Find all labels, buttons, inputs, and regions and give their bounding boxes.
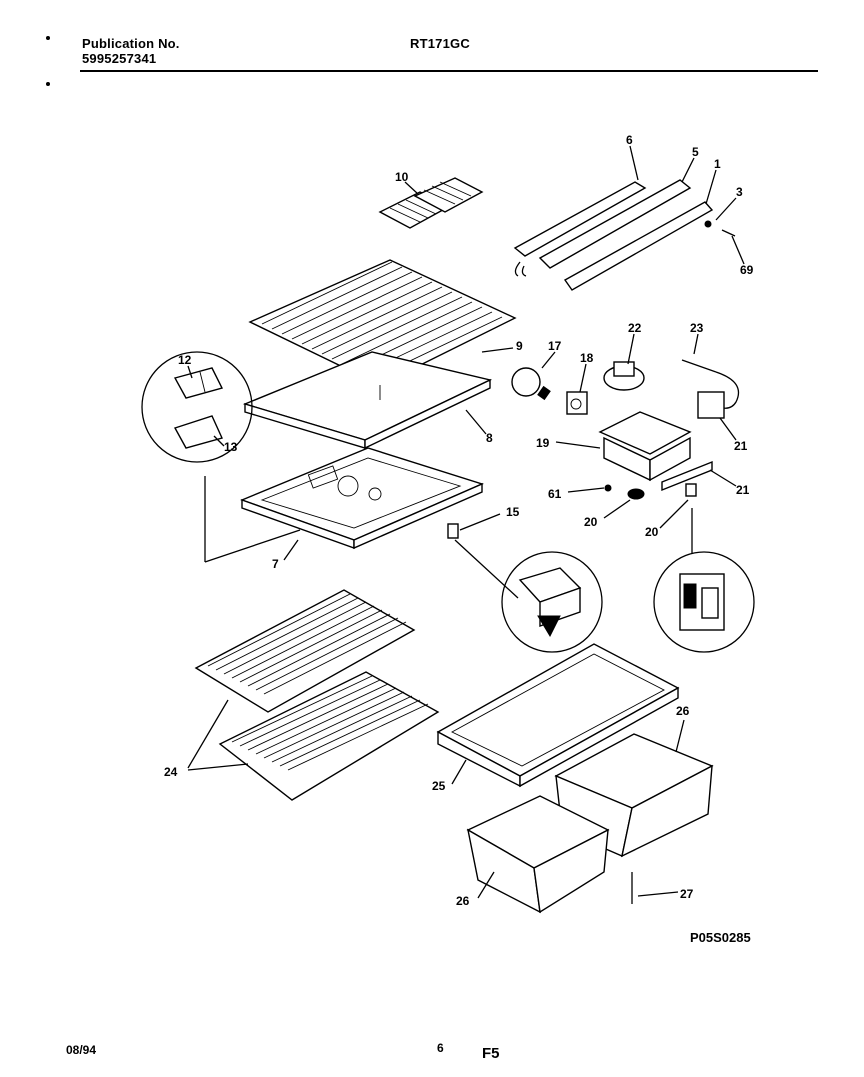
callout-label: 26 (456, 894, 470, 908)
callout-label: 12 (178, 353, 192, 367)
publication-number: 5995257341 (82, 51, 157, 66)
callout-label: 15 (506, 505, 520, 519)
header-rule (80, 70, 818, 72)
light-switch-detail-circle (653, 508, 755, 653)
evaporator-cover-part (242, 259, 517, 450)
screw-part (631, 872, 679, 904)
callout-label: 26 (676, 704, 690, 718)
binding-mark (46, 36, 50, 40)
callout-label: 9 (516, 339, 523, 353)
retainer-detail-circle (141, 351, 301, 563)
control-housing-part (240, 447, 484, 550)
callout-label: 21 (734, 439, 748, 453)
callout-label: 7 (272, 557, 279, 571)
callout-label: 20 (645, 525, 659, 539)
publication-label: Publication No. (82, 36, 180, 51)
wire-shelf-part (187, 589, 440, 801)
callout-label: 24 (164, 765, 178, 779)
callout-labels: 6 5 1 3 69 10 9 8 17 18 22 23 21 19 61 2… (164, 133, 754, 908)
drawing-code: P05S0285 (690, 930, 751, 945)
callout-label: 18 (580, 351, 594, 365)
callout-label: 6 (626, 133, 633, 147)
crisper-pan-part (466, 719, 714, 914)
callout-label: 25 (432, 779, 446, 793)
ice-tray-part (378, 177, 484, 229)
callout-label: 17 (548, 339, 562, 353)
callout-label: 23 (690, 321, 704, 335)
binding-mark (46, 82, 50, 86)
cover-rail-part (513, 179, 736, 291)
callout-label: 21 (736, 483, 750, 497)
callout-label: 3 (736, 185, 743, 199)
callout-label: 13 (224, 440, 238, 454)
thermostat-part (681, 359, 740, 419)
callout-label: 8 (486, 431, 493, 445)
timer-part (603, 361, 645, 391)
light-socket-part (566, 391, 588, 415)
footer-date: 08/94 (66, 1043, 96, 1057)
footer-page: 6 (437, 1041, 444, 1055)
footer-figure: F5 (482, 1045, 500, 1062)
callout-label: 69 (740, 263, 754, 277)
callout-label: 61 (548, 487, 562, 501)
callout-label: 27 (680, 887, 694, 901)
callout-label: 20 (584, 515, 598, 529)
light-bulb-part (511, 367, 551, 401)
control-box-part (598, 411, 713, 500)
callout-label: 1 (714, 157, 721, 171)
switch-detail-circle (447, 523, 603, 653)
callout-label: 5 (692, 145, 699, 159)
leader-lines (187, 145, 745, 561)
crisper-cover-part (436, 643, 680, 788)
model-number: RT171GC (410, 36, 470, 51)
callout-label: 22 (628, 321, 642, 335)
callout-label: 10 (395, 170, 409, 184)
callout-label: 19 (536, 436, 550, 450)
